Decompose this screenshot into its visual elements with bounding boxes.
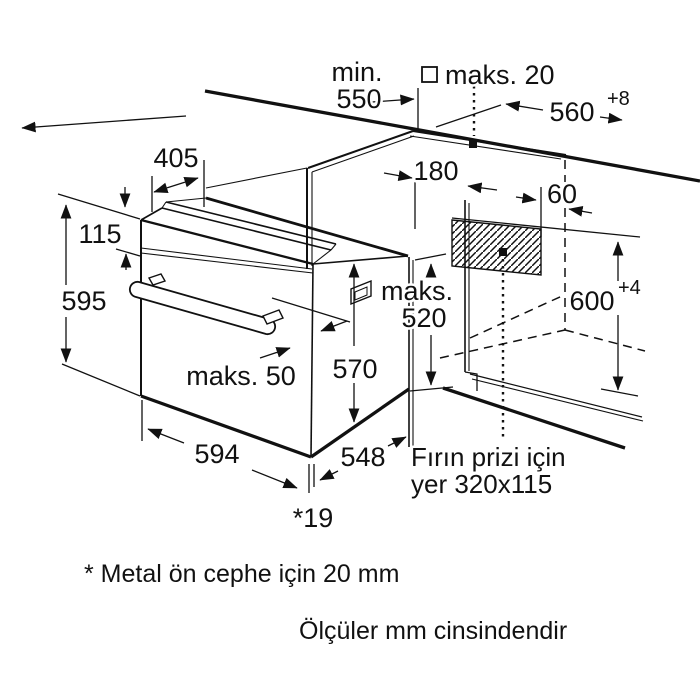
dim-min-word: min. [331,57,382,87]
dim-115-label: 115 [78,219,121,249]
outlet-hatch-zone [451,219,542,276]
dim-maks520-val: 520 [401,303,446,333]
units-note: Ölçüler mm cinsindendir [299,617,567,645]
dim-maks-50: maks. 50 [184,297,351,394]
handle-post-right [262,309,284,325]
dim-maks20-label: maks. 20 [445,60,555,90]
dim-550: 550 [336,84,381,114]
dim-maks-520: maks. 520 [378,253,456,392]
dim-594: 594 [141,400,298,489]
dim-405: 405 [151,141,205,212]
dim-600: 600 +4 [567,241,643,397]
dim-600-tolerance: +4 [618,277,641,299]
dim-115: 115 [57,187,141,270]
measure-point-dot [499,248,507,256]
socket-note: Fırın prizi için yer 320x115 [409,440,569,502]
dim-594-label: 594 [194,439,239,469]
dim-maks-20: maks. 20 [443,58,558,93]
dim-180-label: 180 [413,156,458,186]
oven [128,196,410,459]
worktop [204,89,700,269]
dim-405-label: 405 [153,143,198,173]
dim-570: 570 [330,263,380,423]
dim-60: 60 [515,177,593,237]
dim-560-tolerance: +8 [607,88,630,110]
dim-star19-label: *19 [293,503,334,533]
dim-star19: *19 [290,464,336,536]
handle-post-left [147,273,167,286]
dim-60-label: 60 [547,179,577,209]
dim-maks520-word: maks. [381,276,453,306]
dim-180: 180 [383,154,498,229]
dim-min-550: min. 550 [21,55,419,133]
footnote-metal-front: * Metal ön cephe için 20 mm [84,560,399,588]
max-protrusion-square-symbol [421,66,438,83]
dim-570-label: 570 [332,354,377,384]
dim-600-label: 600 [569,286,614,316]
cabinet-niche [408,200,644,450]
socket-note-line1: Fırın prizi için [411,442,566,472]
notes: * Metal ön cephe için 20 mm Ölçüler mm c… [82,558,570,648]
measure-point-dot [469,140,477,148]
centerlines [421,66,507,437]
dim-548: 548 [319,436,407,481]
dim-595-label: 595 [61,286,106,316]
dim-maks50-label: maks. 50 [186,361,296,391]
oven-handle [128,280,277,336]
socket-note-line2: yer 320x115 [411,469,552,499]
dim-560: 560 +8 [435,86,632,130]
dim-548-label: 548 [340,442,385,472]
dim-560-label: 560 [549,97,594,127]
dim-595: 595 [59,204,141,397]
